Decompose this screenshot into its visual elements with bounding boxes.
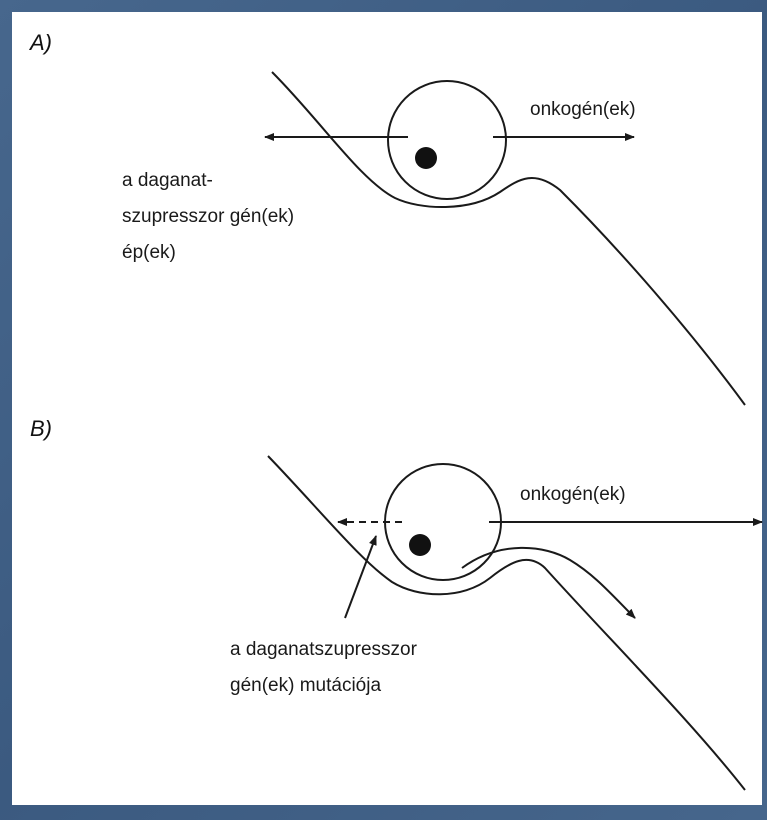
panel-a-label: A): [28, 30, 52, 55]
panel-a-cell: [388, 81, 506, 199]
panel-b-nucleus: [409, 534, 431, 556]
panel-a-track: [272, 72, 745, 405]
panel-b-track: [268, 456, 745, 790]
panel-b-mutation-line-2: gén(ek) mutációja: [230, 675, 381, 696]
panel-b-label: B): [30, 416, 52, 441]
panel-a-suppressor-line-3: ép(ek): [122, 242, 176, 263]
panel-b-mutation-line-1: a daganatszupresszor: [230, 639, 418, 660]
panel-b-oncogene-label: onkogén(ek): [520, 484, 626, 505]
panel-b-mutation-pointer: [345, 536, 376, 618]
panel-b-cell: [385, 464, 501, 580]
panel-a-suppressor-line-2: szupresszor gén(ek): [122, 206, 294, 227]
panel-a-suppressor-line-1: a daganat-: [122, 170, 213, 191]
panel-a-nucleus: [415, 147, 437, 169]
panel-a-oncogene-label: onkogén(ek): [530, 99, 636, 120]
